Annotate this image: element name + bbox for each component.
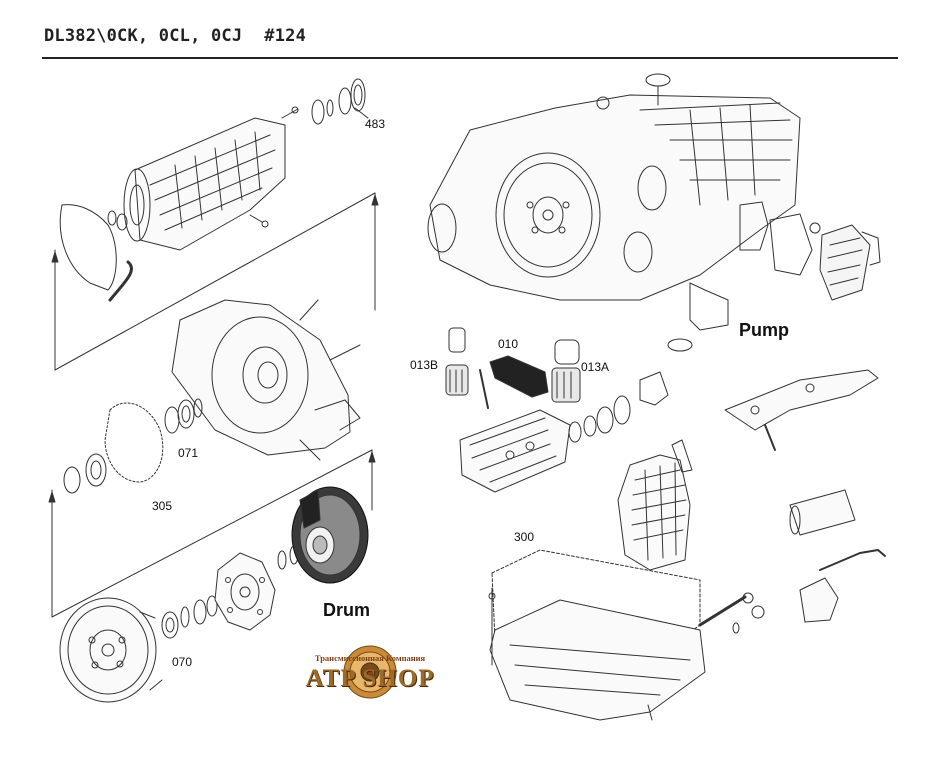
seal-ring-305: [63, 402, 164, 494]
callout-071: 071: [178, 446, 199, 460]
flywheel: [59, 597, 163, 703]
callout-013A: 013A: [581, 360, 610, 374]
page-title: DL382\0CK, 0CL, 0CJ #124: [44, 26, 306, 46]
solenoid-010: [479, 355, 549, 409]
diagram-number: #124: [264, 26, 307, 46]
mechatronic-unit: [617, 439, 693, 571]
seal-set-070: [161, 595, 218, 639]
oil-pump-cover: [214, 552, 276, 631]
callout-070: 070: [172, 655, 193, 669]
bell-housing: [171, 299, 361, 461]
atp-shop-logo: Трансмиссионная Компания ATP SHOP: [302, 643, 438, 703]
bearing-071: [164, 398, 203, 434]
valve-parts-stack: [568, 371, 669, 443]
sensor-bracket: [799, 549, 886, 623]
side-cover-parts: [739, 201, 881, 301]
valve-body: [459, 409, 571, 493]
extension-housing: [123, 106, 299, 251]
seal-set-483: [311, 78, 369, 125]
callout-013B: 013B: [410, 358, 439, 372]
filter-013B: [445, 327, 469, 396]
assembly-bracket-lower: [48, 449, 376, 618]
filter-013A: [551, 339, 581, 403]
callout-483: 483: [365, 117, 386, 131]
oil-pan-300: [488, 549, 706, 721]
pump-label: Pump: [739, 320, 790, 340]
logo-emblem: [343, 645, 397, 699]
callout-305: 305: [152, 499, 173, 513]
drum-label: Drum: [323, 600, 371, 620]
logo-tagline: Трансмиссионная Компания: [314, 653, 426, 663]
cooler-line-assembly: [724, 369, 879, 451]
callout-300: 300: [514, 530, 535, 544]
clutch-drum: [291, 486, 369, 584]
gasket-and-pipe: [59, 204, 133, 302]
transmission-case: [427, 73, 801, 352]
oil-filter-cartridge: [789, 489, 856, 536]
title-rule: [42, 57, 898, 59]
callout-010: 010: [498, 337, 519, 351]
filler-tube: [698, 592, 765, 634]
model-code: DL382\0CK, 0CL, 0CJ: [44, 26, 243, 46]
logo-brand: ATP SHOP: [305, 665, 435, 692]
assembly-bracket-upper: [51, 192, 379, 371]
